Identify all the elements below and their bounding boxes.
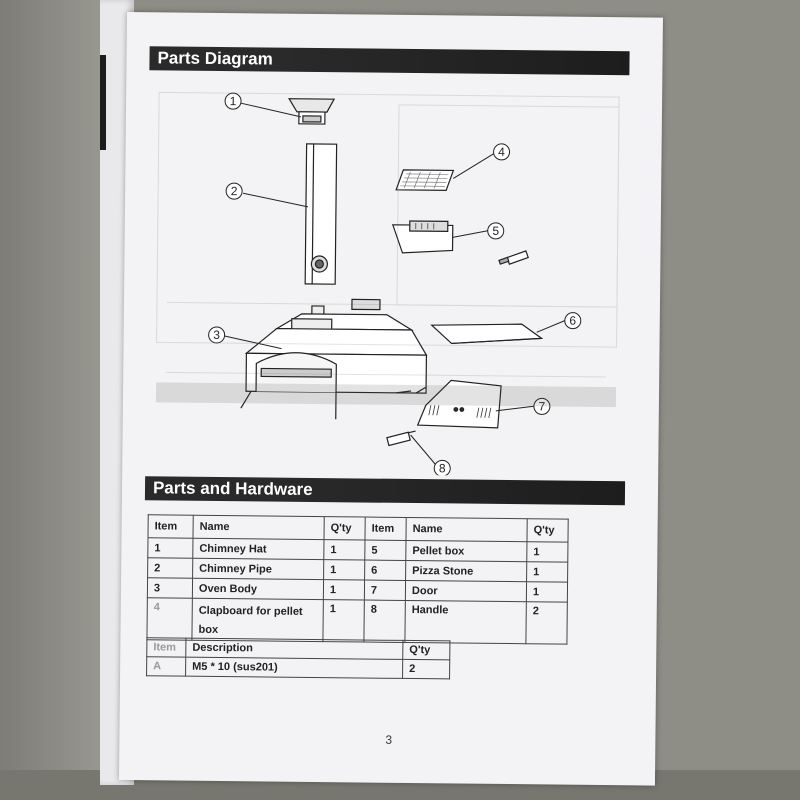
parts-hardware-title: Parts and Hardware (152, 478, 313, 499)
door (416, 379, 502, 429)
callout-4 (493, 143, 511, 161)
page-number: 3 (385, 732, 393, 747)
cell-item: 3 (147, 577, 193, 599)
callout-2 (225, 182, 243, 200)
small-bolt (498, 250, 529, 265)
callout-label-7: 7 (538, 399, 545, 413)
chimney-hat (288, 98, 336, 125)
callout-6 (564, 312, 582, 330)
leader-lines (224, 102, 565, 465)
cell-name-2: Handle (404, 600, 527, 644)
pellet-box (391, 220, 454, 254)
cell-qty: 1 (323, 579, 365, 601)
pizza-stone (430, 323, 544, 345)
header-name: Name (192, 515, 325, 540)
cell-item-2: 8 (363, 600, 406, 643)
cell-hw-description: M5 * 10 (sus201) (185, 657, 403, 679)
cell-qty: 1 (322, 599, 365, 643)
callout-label-4: 4 (498, 145, 505, 159)
manual-page: Parts Diagram (118, 12, 663, 786)
header-qty: Q'ty (323, 516, 366, 541)
cell-hw-qty: 2 (402, 659, 450, 679)
show-through-ghost (155, 91, 620, 408)
cell-item: 4 (146, 597, 193, 641)
cell-name-2: Pellet box (405, 540, 527, 562)
callout-label-6: 6 (569, 314, 576, 328)
clapboard (395, 169, 455, 191)
oven-body (240, 298, 428, 420)
cell-item-2: 5 (364, 540, 406, 561)
cell-name-2: Door (405, 580, 527, 602)
cell-name: Clapboard for pellet box (191, 598, 324, 642)
cell-hw-item: A (146, 656, 186, 677)
cell-item: 1 (147, 537, 193, 559)
cell-item-2: 6 (364, 560, 406, 581)
header-item: Item (147, 514, 194, 539)
callout-7 (533, 397, 551, 415)
cell-item-2: 7 (364, 580, 406, 601)
cell-item: 2 (147, 557, 193, 579)
header-hw-description: Description (185, 638, 403, 660)
header-item-2: Item (364, 517, 407, 541)
callout-1 (224, 92, 242, 110)
callout-label-8: 8 (439, 461, 446, 475)
parts-diagram-title: Parts Diagram (157, 48, 273, 69)
callout-label-3: 3 (213, 328, 220, 342)
parts-hardware-header: Parts and Hardware (144, 476, 626, 506)
handle (386, 430, 416, 447)
cell-name: Chimney Pipe (192, 558, 324, 580)
cell-qty-2: 2 (525, 601, 568, 645)
cell-name: Oven Body (192, 578, 324, 600)
parts-table: Item Name Q'ty Item Name Q'ty 1 Chimney … (146, 514, 569, 645)
parts-diagram: 1 2 3 4 5 6 7 8 (145, 72, 629, 477)
cell-qty-2: 1 (526, 541, 568, 563)
header-qty-2: Q'ty (526, 518, 569, 543)
previous-page-strip (100, 55, 106, 150)
callouts (208, 92, 582, 477)
background-left (0, 0, 110, 800)
callout-label-2: 2 (231, 184, 238, 198)
callout-label-5: 5 (492, 224, 499, 238)
table-row: A M5 * 10 (sus201) 2 (146, 656, 450, 679)
header-hw-qty: Q'ty (402, 640, 450, 660)
cell-name: Chimney Hat (192, 538, 324, 560)
hardware-table: Item Description Q'ty A M5 * 10 (sus201)… (146, 637, 450, 679)
cell-qty: 1 (323, 559, 365, 581)
callout-label-1: 1 (230, 94, 237, 108)
cell-qty-2: 1 (526, 581, 568, 603)
cell-qty-2: 1 (526, 561, 568, 583)
chimney-pipe (304, 143, 338, 285)
callout-5 (487, 222, 505, 240)
header-hw-item: Item (146, 637, 186, 658)
callout-3 (208, 326, 226, 344)
cell-qty: 1 (323, 539, 365, 561)
diagram-drawing: 1 2 3 4 5 6 7 8 (208, 92, 582, 477)
header-name-2: Name (405, 517, 528, 542)
parts-diagram-header: Parts Diagram (149, 46, 630, 76)
cell-name-2: Pizza Stone (405, 560, 527, 582)
